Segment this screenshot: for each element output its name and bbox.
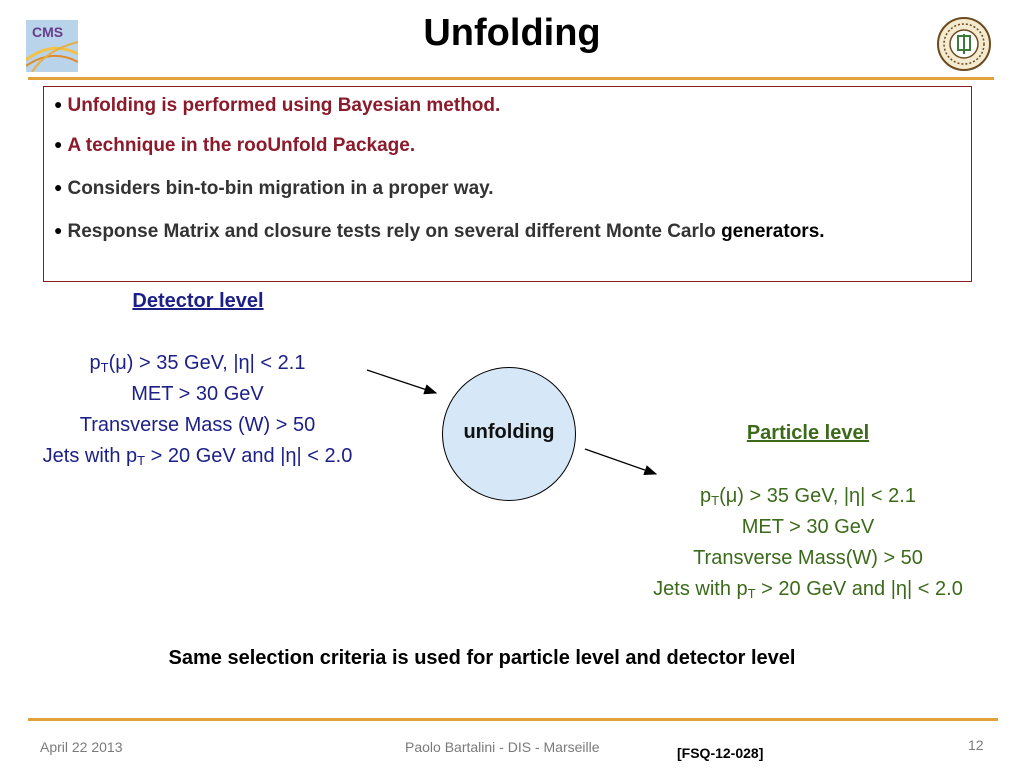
detector-level-heading: Detector level [132,290,264,312]
bullet-text: Unfolding is performed using Bayesian me… [67,95,501,116]
page-number: 12 [968,737,984,753]
footer-reference: [FSQ-12-028] [677,745,764,761]
bullet-box: ●Unfolding is performed using Bayesian m… [43,86,972,282]
detector-criterion: Transverse Mass (W) > 50 [79,414,316,436]
bullet-text: A technique in the rooUnfold Package. [67,135,416,156]
particle-criteria: pT(μ) > 35 GeV, |η| < 2.1 MET > 30 GeV T… [612,481,1004,605]
bullet-dot-icon: ● [54,222,63,238]
detector-criteria: pT(μ) > 35 GeV, |η| < 2.1 MET > 30 GeV T… [0,348,395,472]
particle-criterion: Jets with pT > 20 GeV and |η| < 2.0 [653,578,963,601]
particle-level-heading: Particle level [746,422,870,444]
detector-criterion: MET > 30 GeV [131,383,264,405]
unfolding-label: unfolding [463,421,555,443]
detector-criterion: Jets with pT > 20 GeV and |η| < 2.0 [42,445,353,468]
summary-statement: Same selection criteria is used for part… [0,647,1024,670]
bullet-item: ●Considers bin-to-bin migration in a pro… [54,178,494,200]
bullet-item: ●A technique in the rooUnfold Package. [54,135,415,157]
bullet-text: Considers bin-to-bin migration in a prop… [67,178,494,199]
cms-logo-icon: CMS [25,20,79,73]
cms-logo-text: CMS [32,24,63,40]
top-divider [28,77,994,80]
particle-criterion: Transverse Mass(W) > 50 [693,547,923,569]
slide-title: Unfolding [423,12,601,54]
bullet-item: ●Unfolding is performed using Bayesian m… [54,95,500,117]
bullet-dot-icon: ● [54,136,63,152]
particle-criterion: MET > 30 GeV [741,516,875,538]
detector-criterion: pT(μ) > 35 GeV, |η| < 2.1 [89,352,306,375]
arrow-from-unfolding [584,448,658,476]
footer-presenter: Paolo Bartalini - DIS - Marseille [405,739,600,755]
bullet-text-end: generators. [721,221,825,242]
bullet-item: ●Response Matrix and closure tests rely … [54,221,825,243]
bottom-divider [28,718,998,721]
bullet-dot-icon: ● [54,96,63,112]
particle-criterion: pT(μ) > 35 GeV, |η| < 2.1 [700,485,916,508]
summary-text: Same selection criteria is used for part… [168,647,796,669]
university-seal-icon [936,16,992,72]
bullet-text: Response Matrix and closure tests rely o… [67,221,722,242]
unfolding-circle [442,367,576,501]
footer-date: April 22 2013 [40,739,123,755]
bullet-dot-icon: ● [54,179,63,195]
